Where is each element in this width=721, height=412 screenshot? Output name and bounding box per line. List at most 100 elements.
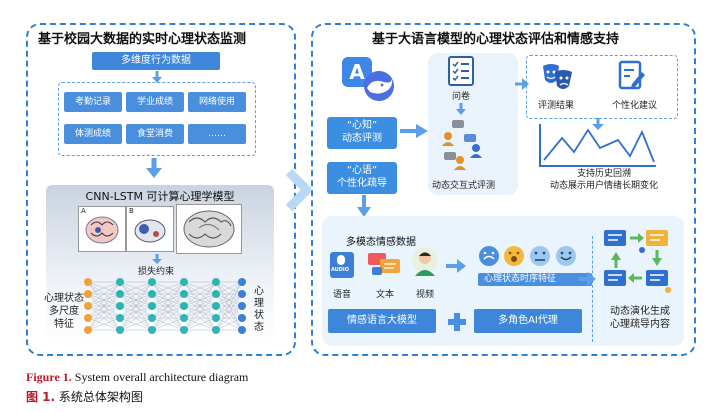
input-feature-label: 心理状态 多尺度 特征 (44, 293, 84, 330)
figure-text-en: System overall architecture diagram (74, 370, 249, 384)
arrow-timeseries-to-gen (578, 272, 596, 286)
loss-constraint-label: 损失约束 (138, 267, 175, 277)
nn-node (180, 326, 188, 334)
brain-icon (85, 216, 119, 244)
line-chart-icon (539, 124, 656, 167)
brain-panel-b-label: B (129, 207, 134, 215)
nn-node (238, 326, 246, 334)
nn-node (116, 326, 124, 334)
arrow-to-model (146, 158, 162, 178)
arrow-eval-to-result (515, 78, 529, 90)
questionnaire-label: 问卷 (452, 92, 471, 102)
nn-node (116, 278, 124, 286)
brain-panel-a-label: A (81, 207, 86, 215)
nn-node (180, 302, 188, 310)
edit-note-icon (618, 60, 645, 90)
xinyu-guidance-button: “心语” 个性化疏导 (327, 162, 397, 194)
vertical-separator (592, 236, 593, 342)
emotion-llm-block: 情感语言大模型 (328, 309, 436, 333)
interactive-eval-label: 动态交互式评测 (432, 181, 496, 191)
nn-node (238, 302, 246, 310)
flow-chevron-icon (285, 168, 312, 212)
nn-node (212, 326, 220, 334)
brain-scan-icon (134, 219, 166, 243)
nn-node (148, 278, 156, 286)
nn-node (84, 314, 92, 322)
audio-tag: AUDIO (331, 267, 350, 273)
figure-label-cn: 图 1. (26, 390, 56, 404)
eval-result-label: 评测结果 (538, 101, 575, 111)
nn-node (116, 314, 124, 322)
data-item-more: …… (188, 124, 246, 144)
nn-node (212, 278, 220, 286)
nn-node (84, 278, 92, 286)
timeseries-label: 心理状态时序特征 (484, 274, 557, 284)
nn-node (148, 314, 156, 322)
figure-text-cn: 系统总体架构图 (58, 390, 143, 404)
nn-node (84, 290, 92, 298)
data-header: 多维度行为数据 (92, 52, 220, 70)
nn-node (180, 278, 188, 286)
brain-panel-b: B (126, 206, 174, 252)
arrow-xinyu-down (357, 195, 371, 217)
timeseries-pill (478, 273, 592, 286)
arrow-to-network (152, 254, 162, 264)
nn-node (148, 326, 156, 334)
chat-bubbles-icon (368, 253, 400, 275)
chat-cycle-icon (604, 230, 671, 293)
arrow-data-header (152, 71, 162, 83)
nn-node (238, 290, 246, 298)
modality-video-label: 视频 (416, 290, 435, 300)
data-item-attendance: 考勤记录 (64, 92, 122, 112)
multimodal-title: 多模态情感数据 (346, 237, 416, 248)
neural-network-icon (84, 278, 246, 334)
model-title: CNN-LSTM 可计算心理学模型 (85, 190, 235, 203)
nn-node (238, 278, 246, 286)
output-state-label: 心 理 状 态 (254, 286, 264, 333)
right-panel-title: 基于大语言模型的心理状态评估和情感支持 (372, 32, 620, 47)
multi-agent-block: 多角色AI代理 (474, 309, 582, 333)
data-item-network: 网络使用 (188, 92, 246, 112)
nn-node (84, 302, 92, 310)
microphone-icon: AUDIO (330, 252, 354, 278)
nn-node (116, 302, 124, 310)
xinzhi-eval-button: “心知” 动态评测 (327, 117, 397, 149)
arrow-xinzhi-to-eval (400, 124, 428, 138)
data-item-canteen: 食堂消费 (126, 124, 184, 144)
arrow-questionnaire-down (456, 103, 466, 115)
history-caption: 支持历史回溯 动态展示用户情绪长期变化 (549, 169, 658, 191)
nn-node (116, 290, 124, 298)
nn-node (84, 326, 92, 334)
figure-caption-en: Figure 1. System overall architecture di… (26, 370, 248, 385)
modality-text-label: 文本 (376, 290, 395, 300)
left-panel-title: 基于校园大数据的实时心理状态监测 (38, 32, 247, 47)
result-box (526, 55, 678, 119)
data-items-box (58, 82, 256, 156)
arrow-result-down (592, 118, 604, 130)
figure-caption-cn: 图 1. 系统总体架构图 (26, 388, 143, 405)
person-icon (412, 247, 438, 276)
brain-panel-a: A (78, 206, 126, 252)
nn-node (212, 290, 220, 298)
chat-users-icon (442, 120, 482, 170)
dynamic-gen-label: 动态演化生成 心理疏导内容 (610, 306, 670, 330)
arrow-modalities-to-emotion (446, 259, 466, 273)
plus-icon (448, 313, 466, 331)
emoji-faces-icon (479, 246, 576, 266)
personal-advice-label: 个性化建议 (612, 101, 658, 111)
nn-node (148, 290, 156, 298)
brain-panel-c (176, 204, 242, 254)
nn-node (180, 314, 188, 322)
nn-node (212, 314, 220, 322)
whale-logo-icon (364, 71, 394, 101)
theater-masks-icon (543, 64, 572, 89)
brain-3d-icon (183, 210, 235, 248)
figure-label-en: Figure 1. (26, 370, 72, 384)
nn-node (148, 302, 156, 310)
checklist-icon (448, 56, 474, 86)
nn-node (238, 314, 246, 322)
nn-node (212, 302, 220, 310)
modality-audio-label: 语音 (333, 290, 352, 300)
data-item-grades: 学业成绩 (126, 92, 184, 112)
data-item-fitness: 体测成绩 (64, 124, 122, 144)
